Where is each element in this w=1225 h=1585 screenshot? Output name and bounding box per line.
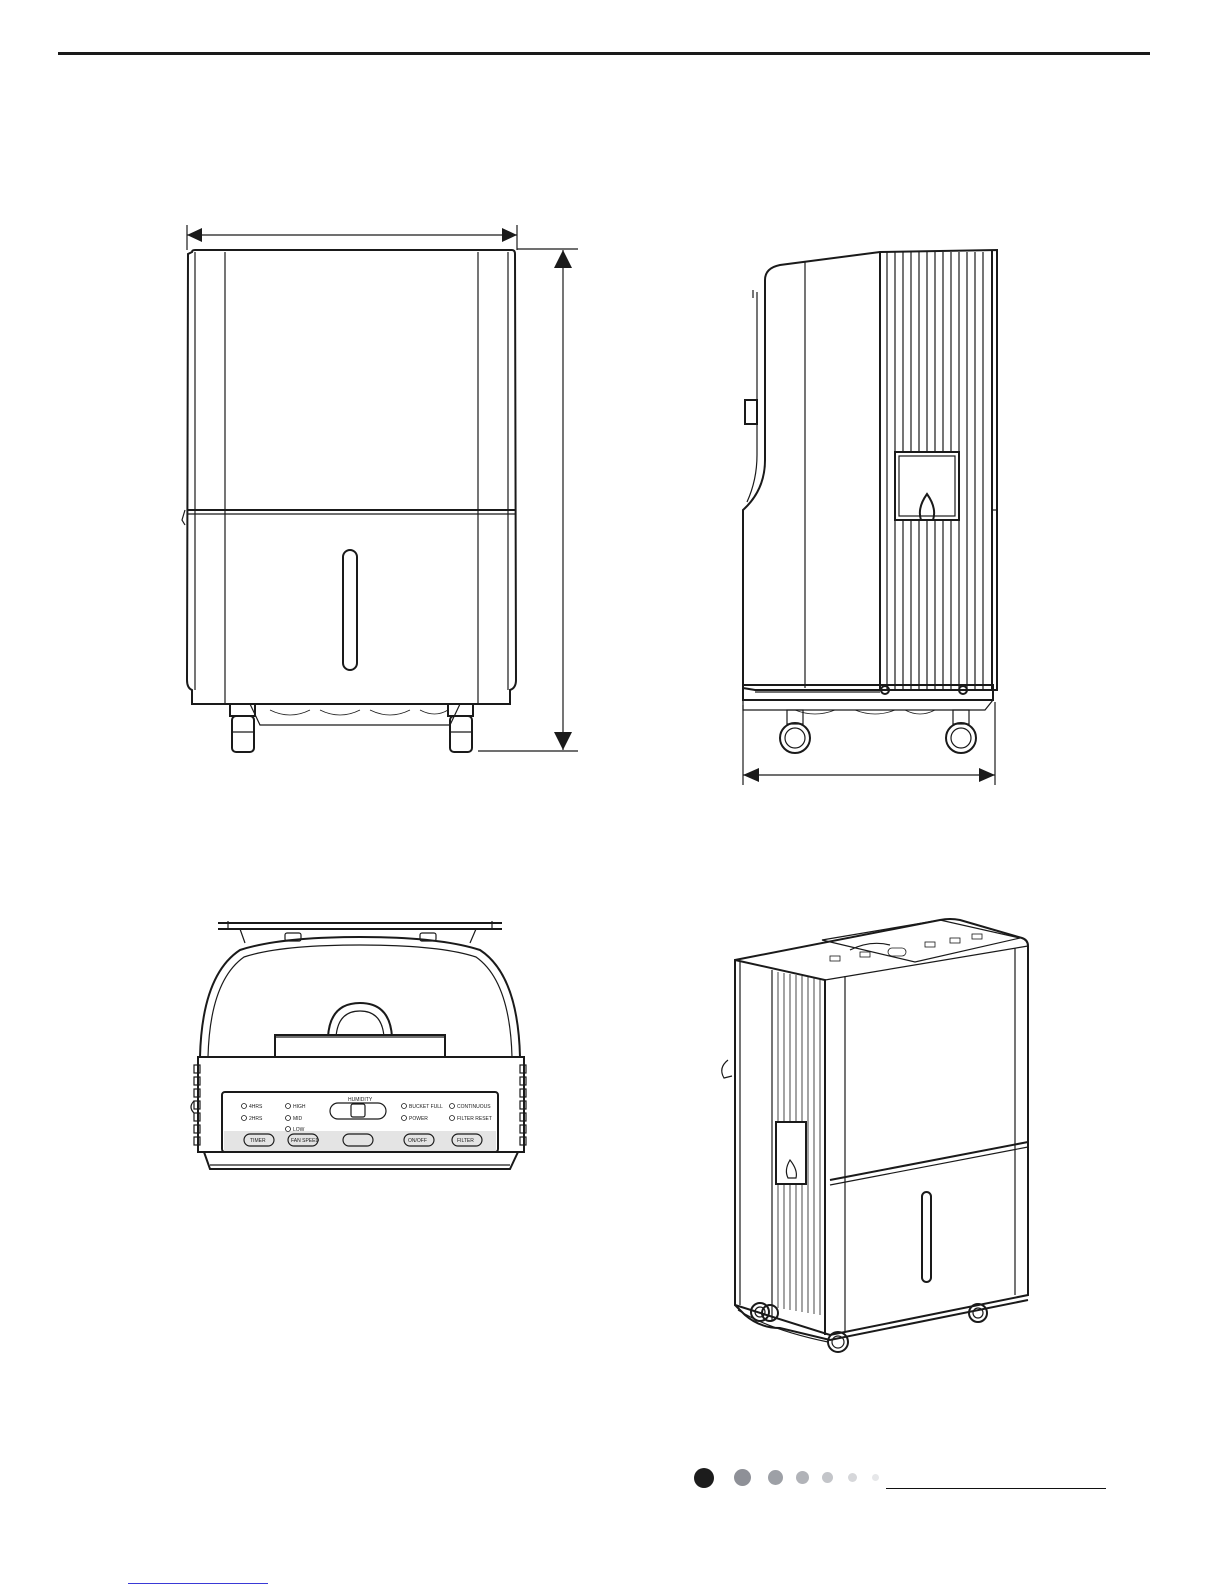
width-dimension <box>187 225 517 250</box>
indicator-filter-reset: FILTER RESET <box>457 1116 492 1122</box>
side-view-drawing <box>735 240 1015 790</box>
iso-base <box>735 1300 1028 1352</box>
fan-speed-button-label: FAN SPEED <box>291 1138 319 1144</box>
indicator-2hrs: 2HRS <box>249 1116 263 1122</box>
front-view-drawing <box>180 220 580 760</box>
front-base <box>230 704 473 752</box>
control-panel: 4HRS 2HRS HIGH MID LOW BUCKET FULL POWER… <box>222 1092 498 1152</box>
pagination-dots <box>694 1468 884 1498</box>
side-base <box>743 685 993 753</box>
bucket-handle <box>328 1003 392 1037</box>
page-dot <box>872 1474 879 1481</box>
indicator-4hrs: 4HRS <box>249 1104 263 1110</box>
on-off-button-label: ON/OFF <box>408 1138 427 1144</box>
page-dot-active <box>694 1468 714 1488</box>
filter-button-label: FILTER <box>457 1138 474 1144</box>
indicator-continuous: CONTINUOUS <box>457 1104 491 1110</box>
footer-rule <box>886 1488 1106 1489</box>
isometric-view-drawing <box>710 910 1050 1370</box>
iso-bucket-window <box>776 1122 806 1184</box>
iso-body <box>722 919 1028 1335</box>
header-rule <box>58 52 1150 55</box>
page-dot <box>796 1471 809 1484</box>
indicator-low: LOW <box>293 1127 305 1133</box>
display-label: HUMIDITY <box>348 1097 373 1103</box>
side-body <box>743 250 997 690</box>
front-body <box>182 250 516 704</box>
height-dimension <box>478 249 578 751</box>
indicator-mid: MID <box>293 1116 303 1122</box>
footer-link-underline[interactable] <box>128 1583 268 1584</box>
indicator-high: HIGH <box>293 1104 306 1110</box>
indicator-power: POWER <box>409 1116 428 1122</box>
page-dot <box>848 1473 857 1482</box>
page-dot <box>822 1472 833 1483</box>
indicator-bucket-full: BUCKET FULL <box>409 1104 443 1110</box>
page-dot <box>768 1470 783 1485</box>
top-view-drawing: 4HRS 2HRS HIGH MID LOW BUCKET FULL POWER… <box>180 915 540 1185</box>
bucket-window <box>895 452 959 520</box>
timer-button-label: TIMER <box>250 1138 266 1144</box>
page-dot <box>734 1469 751 1486</box>
